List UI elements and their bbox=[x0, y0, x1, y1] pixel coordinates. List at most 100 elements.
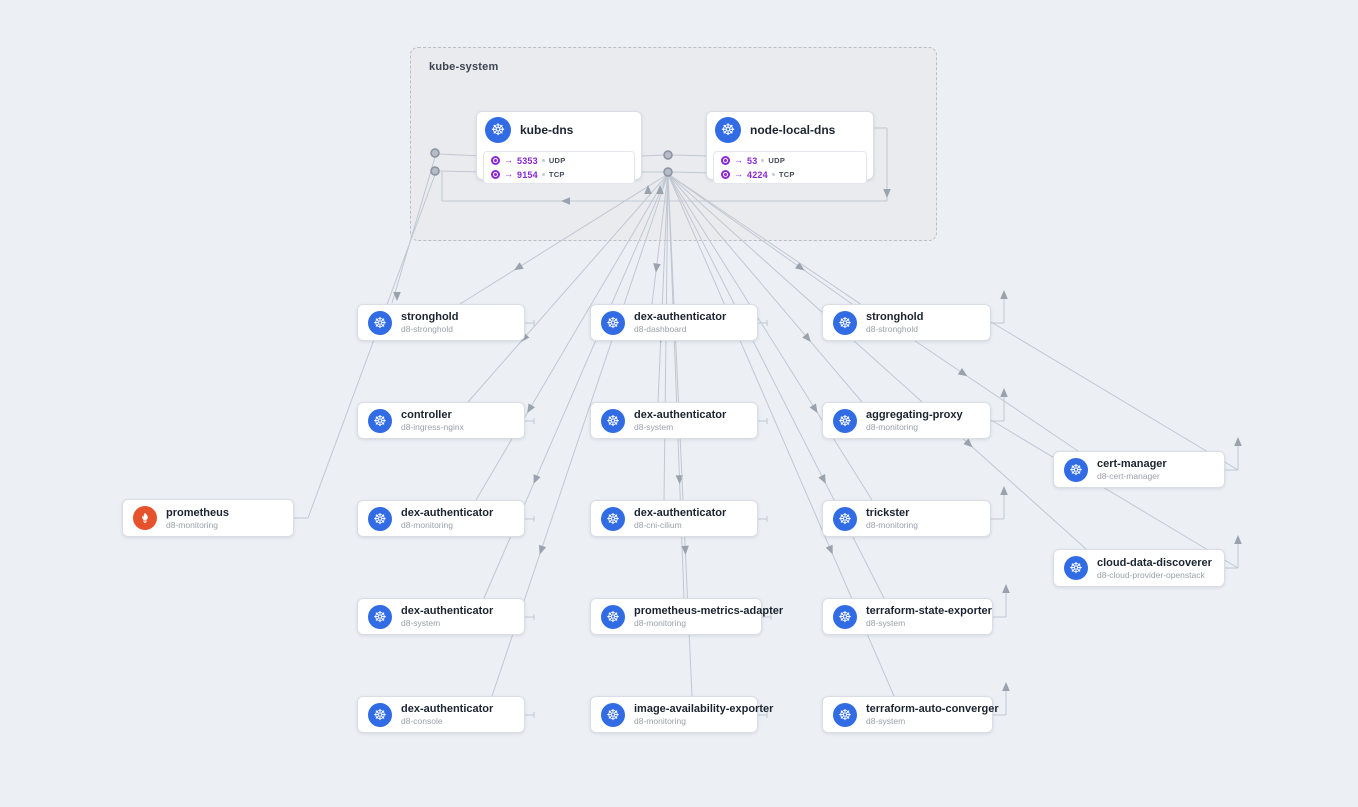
connection-dot bbox=[663, 167, 673, 177]
namespace-label: kube-system bbox=[429, 61, 499, 73]
service-namespace: d8-system bbox=[401, 618, 441, 628]
service-title: trickster bbox=[866, 507, 910, 519]
edge-arrow bbox=[809, 403, 818, 413]
service-namespace: d8-monitoring bbox=[634, 618, 686, 628]
kubernetes-icon: ☸ bbox=[601, 408, 625, 433]
edge-line bbox=[671, 171, 713, 174]
service-title: dex-authenticator bbox=[634, 507, 727, 519]
kubernetes-icon: ☸ bbox=[485, 117, 511, 143]
service-namespace: d8-system bbox=[866, 618, 906, 628]
kubernetes-icon: ☸ bbox=[368, 506, 392, 531]
kubernetes-icon: ☸ bbox=[601, 604, 625, 629]
service-namespace: d8-system bbox=[866, 716, 906, 726]
edge-arrow bbox=[883, 189, 891, 198]
edge-line bbox=[667, 173, 873, 501]
service-namespace: d8-stronghold bbox=[866, 324, 918, 334]
prometheus-icon bbox=[133, 506, 157, 530]
arrow-right-icon: → bbox=[734, 155, 743, 165]
service-title: stronghold bbox=[866, 311, 924, 323]
kubernetes-icon: ☸ bbox=[1064, 556, 1088, 580]
edge-line bbox=[651, 173, 669, 305]
service-title: terraform-auto-converger bbox=[866, 703, 999, 715]
service-title: prometheus bbox=[166, 506, 229, 519]
kubernetes-icon: ☸ bbox=[715, 117, 741, 143]
kubernetes-icon: ☸ bbox=[368, 408, 392, 433]
service-title: cloud-data-discoverer bbox=[1097, 556, 1212, 569]
service-title: kube-dns bbox=[520, 123, 574, 137]
edge-line bbox=[475, 173, 669, 501]
edge-arrow bbox=[818, 473, 826, 484]
kubernetes-icon: ☸ bbox=[601, 310, 625, 335]
edge-arrow bbox=[802, 332, 811, 342]
edge-arrow bbox=[538, 544, 547, 555]
edge-arrow bbox=[644, 185, 652, 194]
edge-arrow bbox=[795, 262, 805, 271]
arrow-right-icon: → bbox=[734, 169, 743, 179]
service-title: prometheus-metrics-adapter bbox=[634, 605, 784, 617]
service-namespace: d8-cloud-provider-openstack bbox=[1097, 569, 1205, 580]
kubernetes-icon: ☸ bbox=[368, 310, 392, 335]
kubernetes-icon: ☸ bbox=[368, 702, 392, 727]
service-title: dex-authenticator bbox=[401, 605, 494, 617]
port-number: 9154 bbox=[517, 169, 538, 180]
port-number: 4224 bbox=[747, 169, 768, 180]
kubernetes-icon: ☸ bbox=[601, 506, 625, 531]
port-protocol: UDP bbox=[768, 156, 786, 165]
port-protocol: TCP bbox=[548, 170, 565, 179]
service-namespace: d8-stronghold bbox=[401, 324, 453, 334]
edge-arrow bbox=[957, 368, 968, 377]
service-namespace: d8-dashboard bbox=[634, 324, 687, 334]
edge-line bbox=[990, 419, 1239, 569]
edge-arrow bbox=[653, 263, 661, 273]
port-protocol: UDP bbox=[548, 156, 566, 165]
edge-arrow bbox=[1000, 486, 1008, 495]
service-namespace: d8-console bbox=[401, 716, 443, 726]
edge-line bbox=[459, 173, 669, 305]
card-header: ☸node-local-dns bbox=[707, 112, 873, 148]
service-namespace: d8-monitoring bbox=[866, 422, 918, 432]
edge-arrow bbox=[681, 545, 689, 555]
connection-dot bbox=[430, 148, 440, 158]
port-number: 53 bbox=[747, 155, 758, 166]
